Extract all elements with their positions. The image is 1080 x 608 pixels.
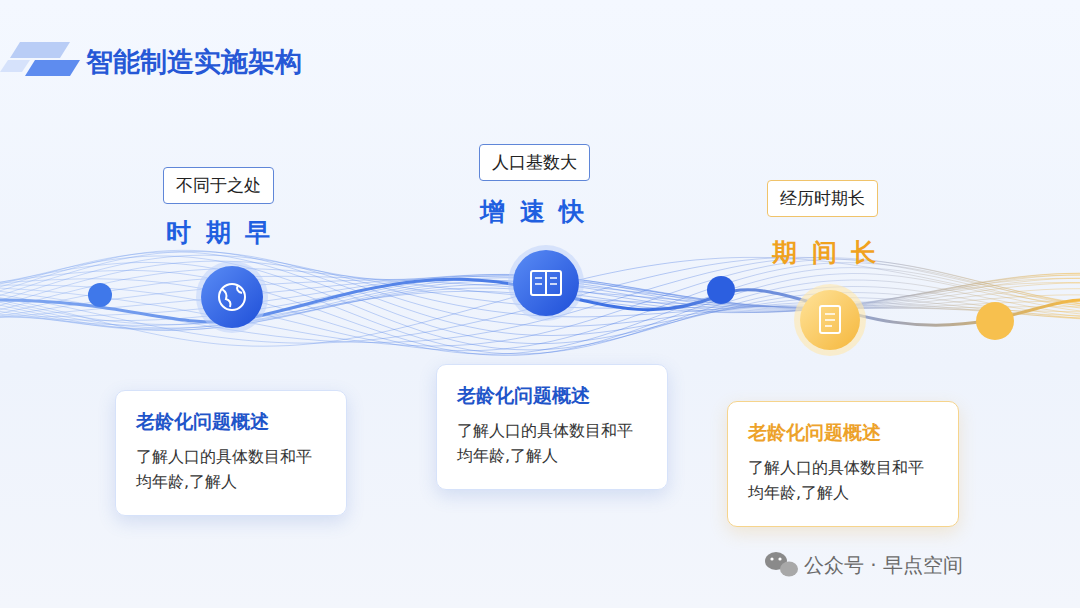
info-card: 老龄化问题概述了解人口的具体数目和平均年龄,了解人: [727, 401, 959, 527]
card-heading: 老龄化问题概述: [136, 409, 326, 435]
wave-lines: [0, 250, 1080, 355]
scroll-icon: [794, 284, 866, 356]
card-heading: 老龄化问题概述: [457, 383, 647, 409]
card-body: 了解人口的具体数目和平均年龄,了解人: [457, 419, 641, 469]
dot: [88, 283, 112, 307]
card-body: 了解人口的具体数目和平均年龄,了解人: [136, 445, 320, 495]
dot: [707, 276, 735, 304]
watermark: 公众号 · 早点空间: [804, 552, 963, 579]
book-icon: [508, 245, 584, 321]
diagram-title: 智能制造实施架构: [86, 44, 302, 80]
info-card: 老龄化问题概述了解人口的具体数目和平均年龄,了解人: [436, 364, 668, 490]
tag-box: 人口基数大: [479, 144, 590, 181]
tag-text: 经历时期长: [780, 187, 865, 210]
info-card: 老龄化问题概述了解人口的具体数目和平均年龄,了解人: [115, 390, 347, 516]
feature-word: 增 速 快: [480, 195, 587, 228]
tag-text: 人口基数大: [492, 151, 577, 174]
globe-icon: [196, 261, 268, 333]
feature-word: 期 间 长: [772, 236, 879, 269]
card-body: 了解人口的具体数目和平均年龄,了解人: [748, 456, 932, 506]
tag-text: 不同于之处: [176, 174, 261, 197]
wechat-icon: [765, 552, 798, 577]
feature-word: 时 期 早: [166, 216, 273, 249]
card-heading: 老龄化问题概述: [748, 420, 938, 446]
title-stripes: [0, 42, 80, 76]
tag-box: 不同于之处: [163, 167, 274, 204]
dot: [976, 302, 1014, 340]
tag-box: 经历时期长: [767, 180, 878, 217]
